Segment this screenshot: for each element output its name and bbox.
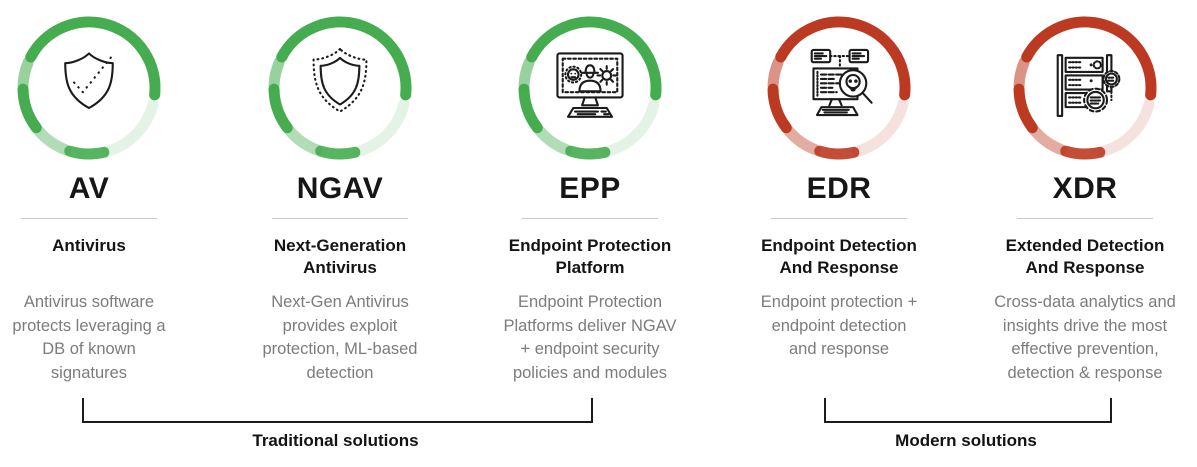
av-badge bbox=[14, 13, 164, 163]
card-ngav: NGAV Next-Generation Antivirus Next-Gen … bbox=[230, 0, 450, 385]
divider bbox=[1017, 218, 1153, 219]
traditional-solutions-label: Traditional solutions bbox=[252, 431, 419, 450]
epp-title: EPP bbox=[559, 172, 621, 205]
xdr-description: Cross-data analytics and insights drive … bbox=[994, 293, 1176, 382]
card-xdr: XDR Extended Detection And Response Cros… bbox=[975, 0, 1195, 385]
edr-badge bbox=[764, 13, 914, 163]
divider bbox=[21, 218, 157, 219]
progress-ring bbox=[17, 16, 161, 160]
ngav-title: NGAV bbox=[296, 172, 384, 205]
shield-dotted-icon bbox=[312, 47, 368, 113]
card-edr: EDR Endpoint Detection And Response Endp… bbox=[729, 0, 949, 362]
server-gears-icon bbox=[1056, 54, 1121, 117]
progress-ring bbox=[268, 16, 412, 160]
traditional-solutions-bracket bbox=[82, 398, 593, 423]
progress-ring bbox=[518, 16, 662, 160]
epp-subtitle: Endpoint Protection Platform bbox=[508, 236, 672, 277]
av-title: AV bbox=[68, 172, 110, 205]
progress-ring bbox=[767, 16, 911, 160]
xdr-badge bbox=[1010, 13, 1160, 163]
xdr-title: XDR bbox=[1052, 172, 1118, 205]
divider bbox=[771, 218, 907, 219]
xdr-subtitle: Extended Detection And Response bbox=[1005, 236, 1165, 277]
monitor-skull-search-icon bbox=[810, 48, 873, 117]
ngav-description: Next-Gen Antivirus provides exploit prot… bbox=[262, 293, 418, 382]
edr-description: Endpoint protection + endpoint detection… bbox=[760, 293, 918, 358]
shield-check-icon bbox=[64, 52, 114, 110]
modern-solutions-label: Modern solutions bbox=[895, 431, 1037, 450]
card-epp: EPP Endpoint Protection Platform Endpoin… bbox=[480, 0, 700, 385]
ngav-subtitle: Next-Generation Antivirus bbox=[273, 236, 407, 277]
modern-solutions-bracket bbox=[824, 398, 1112, 423]
epp-description: Endpoint Protection Platforms deliver NG… bbox=[503, 293, 677, 382]
progress-ring bbox=[1013, 16, 1157, 160]
divider bbox=[272, 218, 408, 219]
ngav-badge bbox=[265, 13, 415, 163]
edr-title: EDR bbox=[806, 172, 872, 205]
monitor-threats-icon bbox=[556, 52, 624, 118]
edr-subtitle: Endpoint Detection And Response bbox=[761, 236, 917, 277]
epp-badge bbox=[515, 13, 665, 163]
divider bbox=[522, 218, 658, 219]
av-description: Antivirus software protects leveraging a… bbox=[12, 293, 166, 382]
card-av: AV Antivirus Antivirus software protects… bbox=[0, 0, 199, 385]
av-subtitle: Antivirus bbox=[52, 236, 126, 255]
